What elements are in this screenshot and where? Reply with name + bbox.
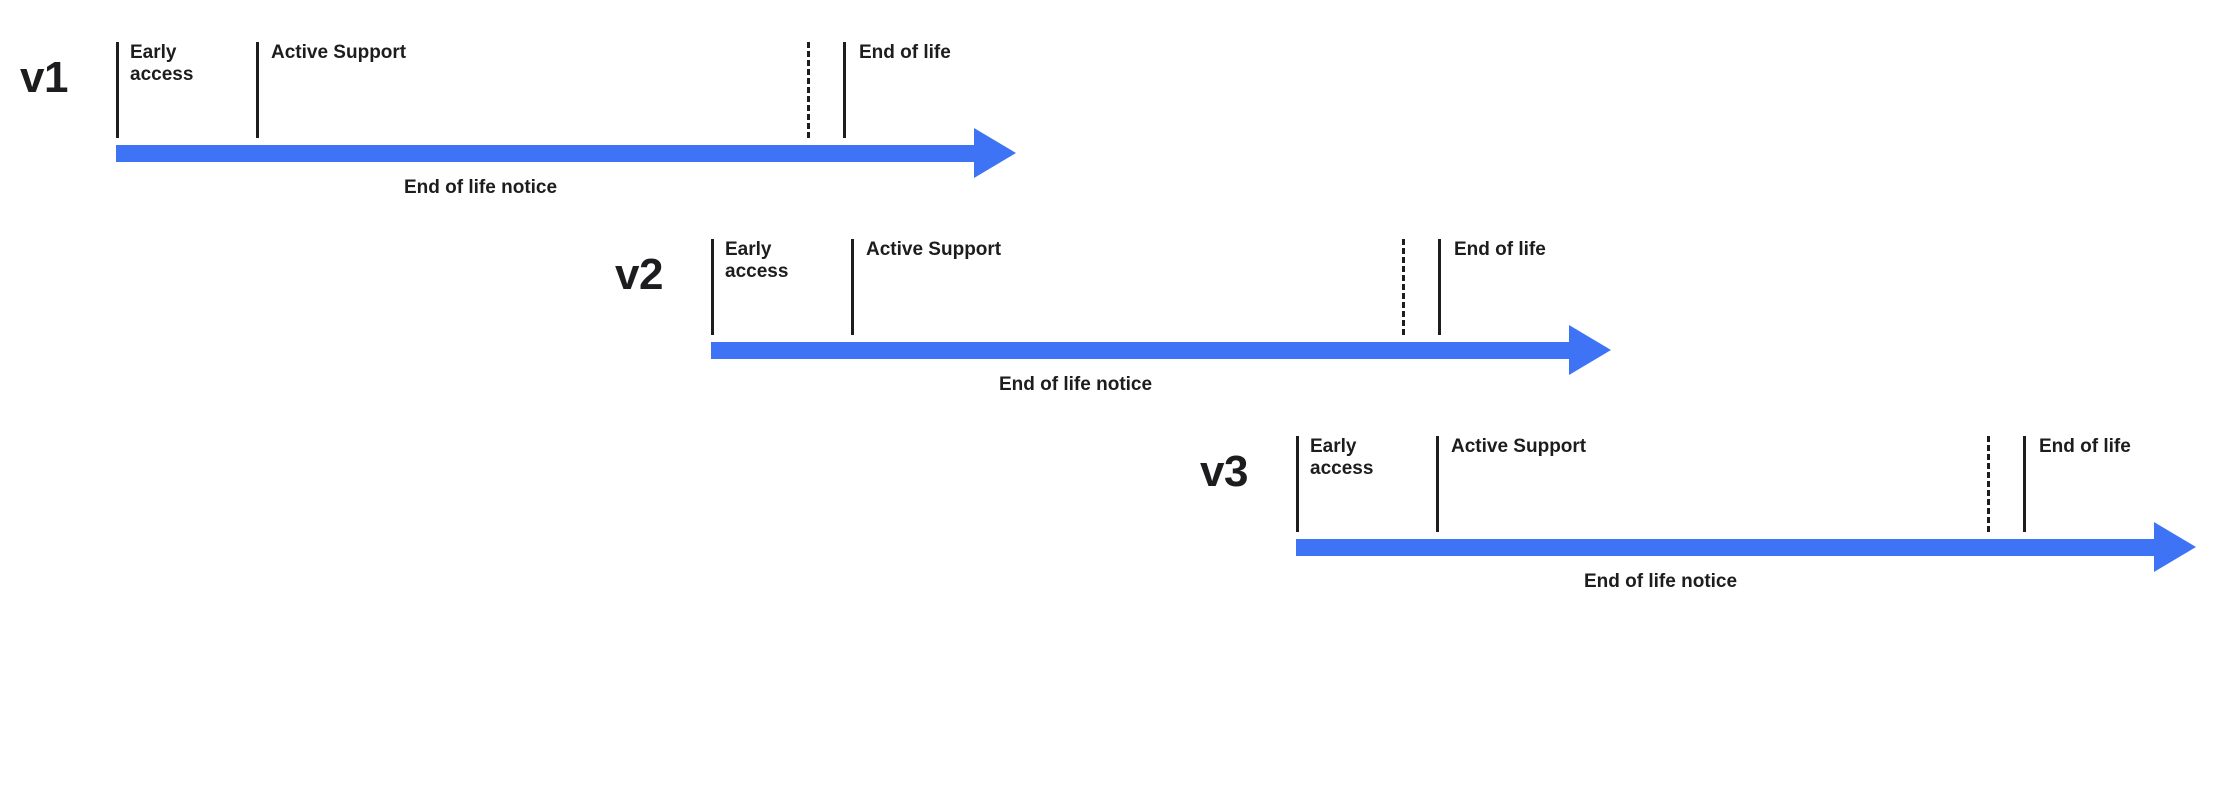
- version-label-v2: v2: [615, 250, 663, 299]
- divider-active-support-start-v3: [1436, 436, 1439, 532]
- lifecycle-bar-v3: [1296, 539, 2154, 556]
- stage-label-active-support-v3: Active Support: [1451, 436, 1587, 457]
- stage-label-end-of-life-v3: End of life: [2039, 436, 2131, 457]
- notice-label-v2: End of life notice: [999, 374, 1153, 395]
- stage-label-early-access-v3: Early access: [1310, 436, 1374, 480]
- stage-label-early-access-v1: Early access: [130, 42, 194, 86]
- notice-label-v3: End of life notice: [1584, 571, 1738, 592]
- stage-label-end-of-life-v1: End of life: [859, 42, 951, 63]
- stage-label-early-access-v2: Early access: [725, 239, 789, 283]
- divider-end-of-life-notice-v3: [1987, 436, 1990, 532]
- notice-label-v1: End of life notice: [404, 177, 558, 198]
- lifecycle-bar-v1: [116, 145, 974, 162]
- stage-label-active-support-v1: Active Support: [271, 42, 407, 63]
- timeline-row-v1: v1 Early access Active Support End of li…: [20, 20, 1060, 220]
- timeline-row-v3: v3 Early access Active Support End of li…: [1200, 414, 2228, 614]
- stage-label-end-of-life-v2: End of life: [1454, 239, 1546, 260]
- divider-end-of-life-start-v3: [2023, 436, 2026, 532]
- divider-end-of-life-notice-v1: [807, 42, 810, 138]
- divider-active-support-start-v1: [256, 42, 259, 138]
- divider-active-support-start-v2: [851, 239, 854, 335]
- divider-early-access-start-v3: [1296, 436, 1299, 532]
- divider-early-access-start-v2: [711, 239, 714, 335]
- track-v3: Early access Active Support End of life …: [1296, 414, 2226, 614]
- divider-early-access-start-v1: [116, 42, 119, 138]
- track-v1: Early access Active Support End of life …: [116, 20, 1046, 220]
- divider-end-of-life-start-v1: [843, 42, 846, 138]
- stage-label-active-support-v2: Active Support: [866, 239, 1002, 260]
- lifecycle-arrow-head-v1: [974, 128, 1016, 178]
- timeline-row-v2: v2 Early access Active Support End of li…: [615, 217, 1655, 417]
- version-label-v1: v1: [20, 53, 68, 102]
- lifecycle-bar-v2: [711, 342, 1569, 359]
- lifecycle-arrow-head-v2: [1569, 325, 1611, 375]
- track-v2: Early access Active Support End of life …: [711, 217, 1641, 417]
- divider-end-of-life-start-v2: [1438, 239, 1441, 335]
- lifecycle-arrow-head-v3: [2154, 522, 2196, 572]
- version-label-v3: v3: [1200, 447, 1248, 496]
- divider-end-of-life-notice-v2: [1402, 239, 1405, 335]
